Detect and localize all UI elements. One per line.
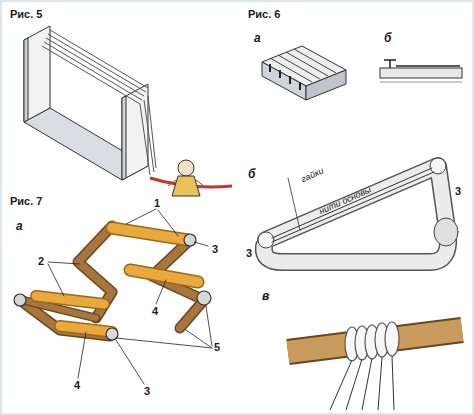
subfigure-letter: а	[16, 220, 23, 232]
callout-number: 3	[455, 186, 461, 197]
figure-caption: Рис. 6	[248, 9, 280, 20]
callout-number: 4	[74, 380, 80, 391]
subfigure-letter: б	[384, 32, 391, 44]
wrapped-tube	[288, 322, 462, 410]
callout-number: 5	[214, 342, 220, 353]
board-profile	[380, 60, 462, 82]
box-loom	[24, 26, 232, 196]
subfigure-letter: а	[254, 32, 261, 44]
callout-number: 1	[154, 198, 160, 209]
callout-number: 3	[212, 244, 218, 255]
callout-number: 3	[246, 248, 252, 259]
callout-number: 3	[144, 386, 150, 397]
subfigure-letter: б	[248, 168, 255, 180]
figure-caption: Рис. 5	[10, 9, 42, 20]
callout-number: 4	[152, 306, 158, 317]
figure-caption: Рис. 7	[10, 196, 42, 207]
triangle-frame	[258, 158, 458, 262]
comb-board	[262, 46, 346, 100]
subfigure-letter: в	[262, 290, 269, 302]
callout-number: 2	[38, 256, 44, 267]
wooden-loom	[14, 209, 212, 384]
